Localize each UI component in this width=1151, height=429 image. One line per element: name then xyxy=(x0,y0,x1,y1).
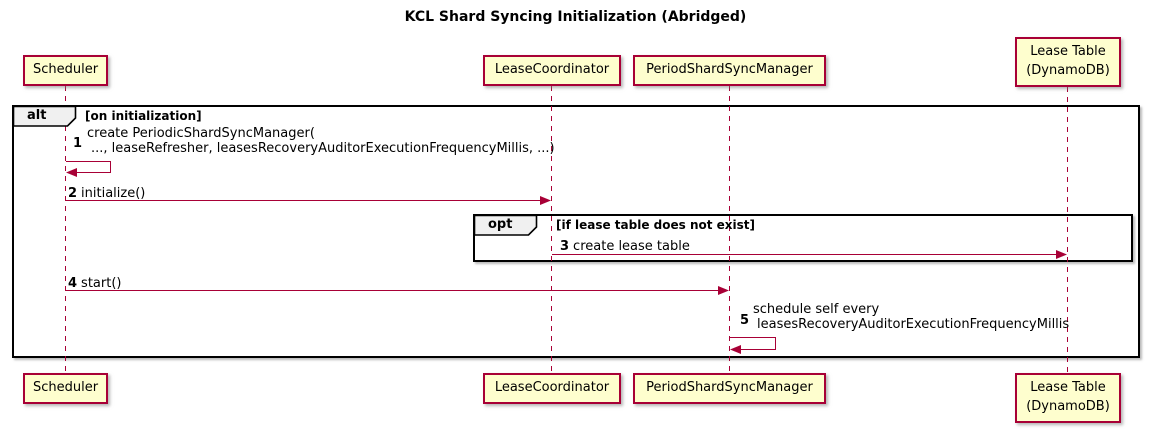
alt-frame xyxy=(12,105,1140,358)
message-3-number: 3 xyxy=(560,239,570,254)
message-5-text-line1: schedule self every xyxy=(753,302,880,317)
participant-lease-coordinator-top: LeaseCoordinator xyxy=(483,55,621,86)
participant-label: PeriodShardSyncManager xyxy=(646,62,813,78)
message-3-text: create lease table xyxy=(573,239,690,254)
participant-period-shard-sync-manager-bottom: PeriodShardSyncManager xyxy=(633,373,826,404)
message-1-number: 1 xyxy=(73,136,83,151)
participant-period-shard-sync-manager-top: PeriodShardSyncManager xyxy=(633,55,826,86)
participant-label: PeriodShardSyncManager xyxy=(646,380,813,396)
participant-label: Scheduler xyxy=(32,380,99,396)
message-2-number: 2 xyxy=(68,186,78,201)
participant-scheduler-top: Scheduler xyxy=(23,55,108,86)
diagram-title: KCL Shard Syncing Initialization (Abridg… xyxy=(404,9,747,25)
message-4-number: 4 xyxy=(68,276,78,291)
participant-label: Scheduler xyxy=(32,62,99,78)
message-1-text-line1: create PeriodicShardSyncManager( xyxy=(87,126,315,141)
participant-lease-table-top: Lease Table (DynamoDB) xyxy=(1015,37,1121,87)
opt-frame-condition: [if lease table does not exist] xyxy=(556,218,756,232)
opt-frame-label: opt xyxy=(488,217,513,232)
participant-label: LeaseCoordinator xyxy=(494,380,610,396)
alt-frame-condition: [on initialization] xyxy=(85,109,202,123)
participant-label: LeaseCoordinator xyxy=(494,62,610,78)
participant-label-line2: (DynamoDB) xyxy=(1026,399,1110,414)
message-2-text: initialize() xyxy=(81,186,146,201)
participant-lease-coordinator-bottom: LeaseCoordinator xyxy=(483,373,621,404)
message-4-text: start() xyxy=(81,276,122,291)
participant-label: Lease Table xyxy=(1030,44,1106,60)
alt-frame-label: alt xyxy=(27,108,47,123)
participant-label-line2: (DynamoDB) xyxy=(1026,63,1110,78)
message-5-number: 5 xyxy=(740,313,750,328)
participant-lease-table-bottom: Lease Table (DynamoDB) xyxy=(1015,373,1121,423)
message-5-text-line2: leasesRecoveryAuditorExecutionFrequencyM… xyxy=(757,317,1070,332)
participant-label: Lease Table xyxy=(1030,380,1106,396)
message-1-text-line2: ..., leaseRefresher, leasesRecoveryAudit… xyxy=(91,141,555,156)
opt-frame xyxy=(473,214,1133,262)
participant-scheduler-bottom: Scheduler xyxy=(23,373,108,404)
